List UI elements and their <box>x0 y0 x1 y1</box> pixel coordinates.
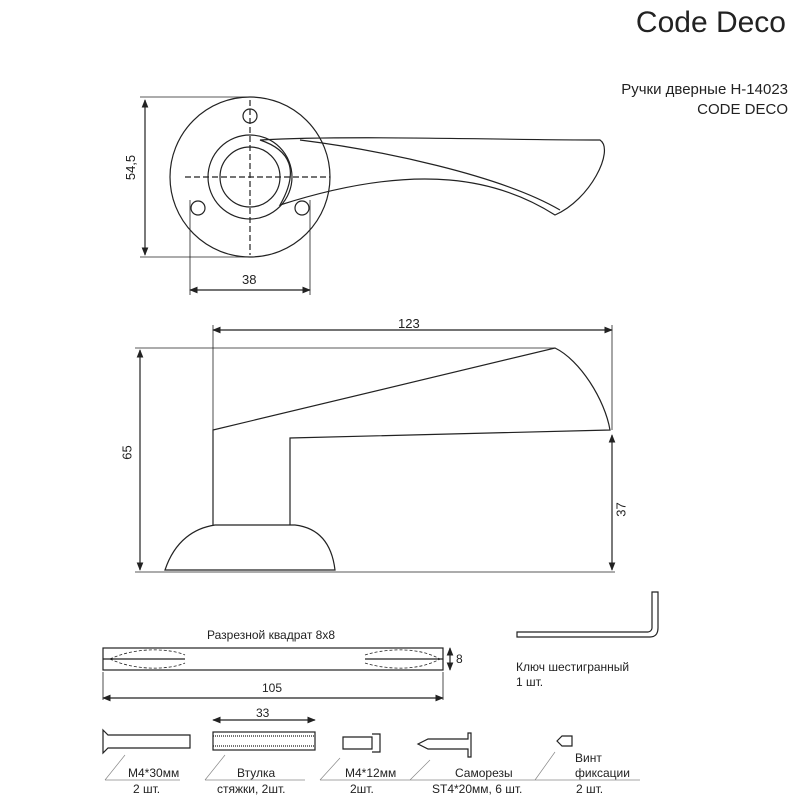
sleeve-label: Втулка <box>237 766 276 780</box>
small-parts <box>102 716 640 781</box>
set-screw-qty: 2 шт. <box>576 782 604 796</box>
bolt-m4x12-qty: 2шт. <box>350 782 374 796</box>
screws-qty: ST4*20мм, 6 шт. <box>432 782 523 796</box>
dim-lever-height: 37 <box>613 502 629 517</box>
spindle-drawing <box>102 647 454 702</box>
screws-label: Саморезы <box>455 766 513 780</box>
dim-rose-width: 38 <box>242 272 257 287</box>
dim-rose-height: 54,5 <box>123 154 139 181</box>
bolt-m4x30-label: М4*30мм <box>128 766 180 780</box>
set-screw-label-2: фиксации <box>575 766 630 780</box>
dim-spindle-length: 105 <box>262 681 283 695</box>
sleeve-qty: стяжки, 2шт. <box>217 782 286 796</box>
spindle-label: Разрезной квадрат 8х8 <box>207 628 335 642</box>
bolt-m4x12-label: М4*12мм <box>345 766 397 780</box>
bolt-m4x30-qty: 2 шт. <box>133 782 161 796</box>
dim-sleeve-length: 33 <box>256 706 270 720</box>
hex-key-label: Ключ шестигранный <box>516 660 630 674</box>
title-line-1: Ручки дверные H-14023 <box>621 81 788 98</box>
dim-height: 65 <box>119 445 135 460</box>
dim-spindle-thickness: 8 <box>456 652 463 666</box>
title-line-2: CODE DECO <box>697 101 788 118</box>
hex-key-qty: 1 шт. <box>516 675 544 689</box>
dim-length: 123 <box>398 316 420 331</box>
drawing-title: Ручки дверные H-14023 CODE DECO <box>621 80 788 120</box>
hex-key-drawing <box>516 591 659 638</box>
side-view <box>135 325 616 573</box>
top-view <box>140 96 605 295</box>
set-screw-label: Винт <box>575 751 602 765</box>
brand-logo: Code Deco <box>635 6 786 39</box>
